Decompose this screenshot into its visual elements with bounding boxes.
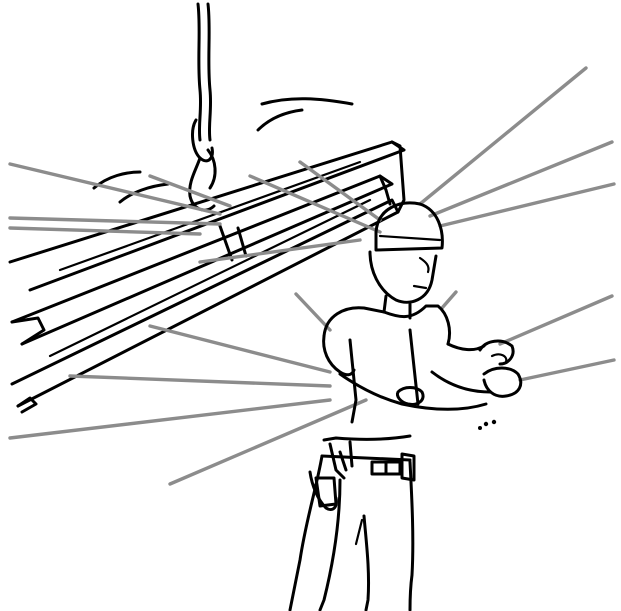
steel-beam	[10, 142, 404, 412]
crane-cable-and-hook	[190, 4, 215, 210]
motion-arcs	[94, 99, 352, 202]
construction-worker	[290, 203, 521, 610]
speed-lines	[10, 68, 614, 484]
